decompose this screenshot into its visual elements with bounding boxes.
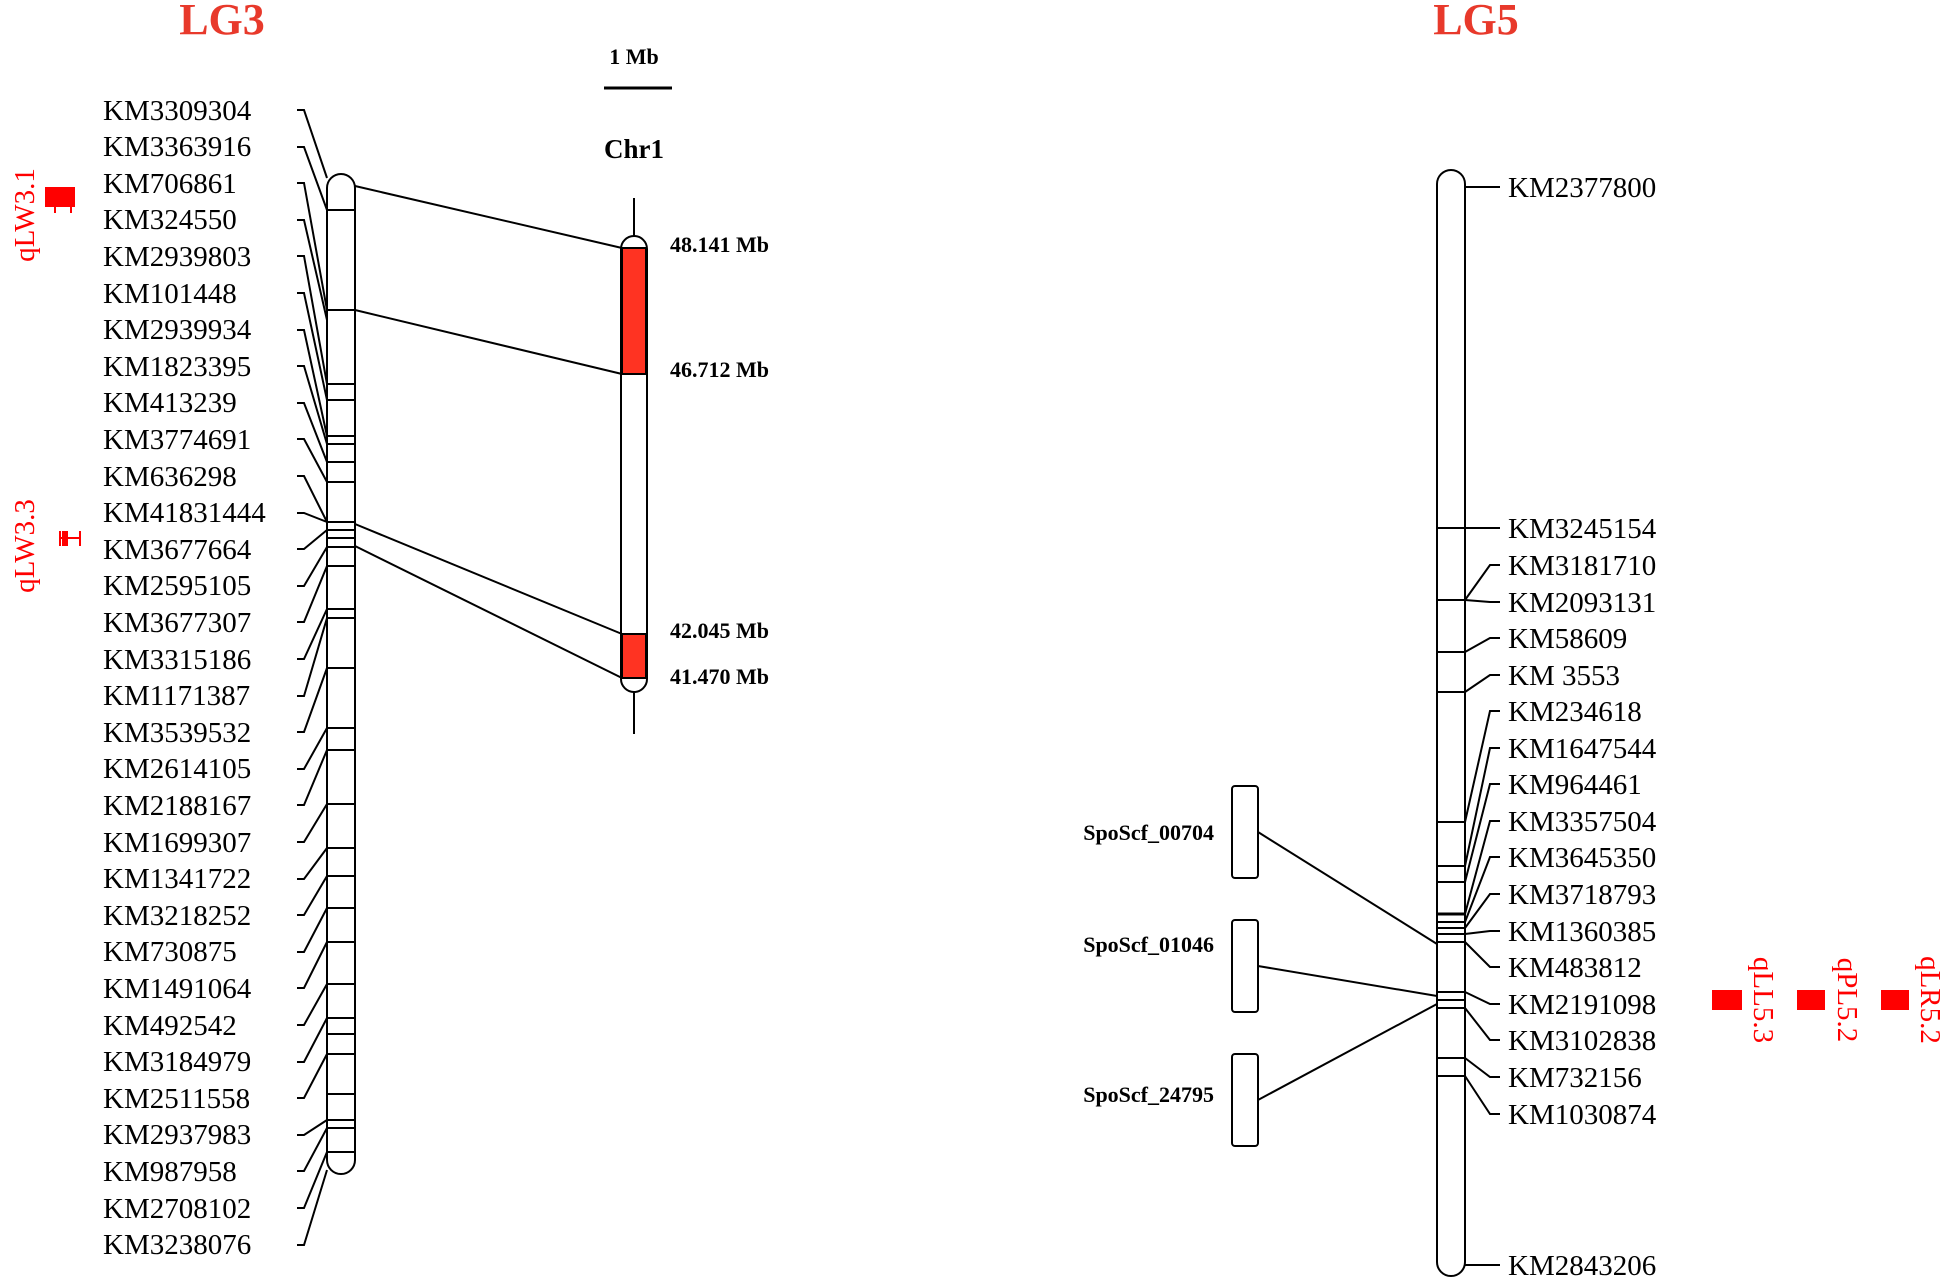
lg3-marker: KM730875	[103, 936, 237, 968]
qtl-label-qpl5-2: qPL5.2	[1831, 958, 1863, 1043]
lg5-marker: KM 3553	[1508, 660, 1620, 692]
lg3-marker: KM2511558	[103, 1083, 250, 1115]
lg3-marker: KM3184979	[103, 1046, 251, 1078]
lg3-group: LG3 KM3309304 KM3363916 KM706861 KM32455…	[9, 0, 356, 1261]
chr1-region-lower	[621, 633, 647, 679]
qtl-label-qlw3-1: qLW3.1	[9, 168, 41, 262]
lg3-marker: KM1823395	[103, 351, 251, 383]
lg5-marker: KM483812	[1508, 952, 1642, 984]
lg3-chr1-synteny-lines	[354, 185, 623, 679]
lg3-marker: KM101448	[103, 278, 237, 310]
lg5-marker: KM1360385	[1508, 916, 1656, 948]
lg5-marker: KM3718793	[1508, 879, 1656, 911]
lg5-group: LG5 KM2377800 KM3245154 KM3181	[1433, 0, 1946, 1280]
scaffold-box	[1231, 1053, 1259, 1147]
scaffold-label: SpoScf_24795	[1083, 1082, 1214, 1107]
lg5-marker: KM2843206	[1508, 1250, 1656, 1280]
lg3-marker: KM3218252	[103, 900, 251, 932]
lg3-marker: KM2939934	[103, 314, 252, 346]
scaffold-lg5-synteny-lines	[1257, 831, 1438, 1101]
lg3-marker: KM2708102	[103, 1193, 251, 1225]
qtl-bar-qpl5-2	[1797, 990, 1825, 1010]
lg3-marker: KM2614105	[103, 753, 251, 785]
lg5-marker: KM3357504	[1508, 806, 1657, 838]
lg3-leader-lines	[297, 109, 328, 1246]
qtl-bar-qll5-3	[1712, 990, 1742, 1010]
scaffold-box	[1231, 919, 1259, 1013]
scaffolds-group: SpoScf_00704 SpoScf_01046 SpoScf_24795	[1083, 785, 1259, 1147]
lg5-marker: KM3245154	[1508, 513, 1657, 545]
scaffold-label: SpoScf_00704	[1083, 820, 1214, 845]
lg5-marker: KM3645350	[1508, 842, 1656, 874]
lg5-marker: KM2093131	[1508, 587, 1656, 619]
lg3-ticks	[327, 209, 355, 1153]
qtl-bar-qlw3-3	[62, 531, 68, 546]
lg5-chromosome	[1436, 169, 1466, 1277]
lg3-marker: KM706861	[103, 168, 237, 200]
lg5-marker: KM234618	[1508, 696, 1642, 728]
lg5-marker: KM732156	[1508, 1062, 1642, 1094]
qtl-bar-qlr5-2	[1881, 990, 1909, 1010]
lg3-marker: KM636298	[103, 461, 237, 493]
lg3-marker: KM3309304	[103, 95, 252, 127]
qtl-label-qll5-3: qLL5.3	[1747, 957, 1779, 1043]
lg3-marker: KM41831444	[103, 497, 266, 529]
qtl-qpl5-2: qPL5.2	[1797, 958, 1863, 1043]
lg5-title: LG5	[1433, 0, 1519, 44]
qtl-label-qlr5-2: qLR5.2	[1914, 956, 1946, 1044]
lg3-marker: KM1699307	[103, 827, 251, 859]
chr1-region-upper	[621, 247, 647, 375]
lg5-marker: KM3181710	[1508, 550, 1656, 582]
qtl-qlw3-3: qLW3.3	[9, 499, 81, 593]
qtl-qll5-3: qLL5.3	[1712, 957, 1779, 1043]
lg3-marker: KM2188167	[103, 790, 251, 822]
lg5-marker: KM2191098	[1508, 989, 1656, 1021]
lg3-marker: KM324550	[103, 204, 237, 236]
lg3-marker: KM987958	[103, 1156, 237, 1188]
lg3-marker: KM2939803	[103, 241, 251, 273]
lg3-marker: KM2937983	[103, 1119, 251, 1151]
lg5-marker: KM1647544	[1508, 733, 1657, 765]
lg5-ticks	[1437, 527, 1465, 1077]
scaffold-box	[1231, 785, 1259, 879]
chr1-title: Chr1	[604, 134, 664, 164]
lg3-marker: KM2595105	[103, 570, 251, 602]
lg3-marker: KM1171387	[103, 680, 250, 712]
lg3-marker: KM3774691	[103, 424, 251, 456]
lg3-marker: KM3677307	[103, 607, 251, 639]
lg3-title: LG3	[179, 0, 265, 44]
lg3-marker: KM3677664	[103, 534, 252, 566]
lg3-marker: KM3363916	[103, 131, 251, 163]
lg3-chromosome	[326, 173, 356, 1175]
qtl-qlw3-1: qLW3.1	[9, 168, 75, 262]
lg5-marker: KM964461	[1508, 769, 1642, 801]
lg5-marker-labels: KM2377800 KM3245154 KM3181710 KM2093131 …	[1508, 172, 1657, 1280]
lg5-leader-lines	[1464, 186, 1500, 1266]
lg5-marker: KM2377800	[1508, 172, 1656, 204]
lg3-marker: KM3539532	[103, 717, 251, 749]
lg3-marker: KM3238076	[103, 1229, 251, 1261]
lg3-marker: KM3315186	[103, 644, 251, 676]
scaffold-label: SpoScf_01046	[1083, 932, 1214, 957]
lg3-marker: KM492542	[103, 1010, 237, 1042]
chr1-group: Chr1 48.141 Mb 46.712 Mb 42.045 Mb 41.47…	[604, 134, 769, 734]
lg3-marker: KM413239	[103, 387, 237, 419]
lg3-marker: KM1341722	[103, 863, 251, 895]
scale-bar: 1 Mb	[604, 44, 672, 90]
lg3-marker: KM1491064	[103, 973, 252, 1005]
chr1-position: 41.470 Mb	[670, 664, 769, 689]
qtl-qlr5-2: qLR5.2	[1881, 956, 1946, 1044]
chr1-position: 48.141 Mb	[670, 232, 769, 257]
scale-bar-label: 1 Mb	[609, 44, 659, 69]
chr1-position: 46.712 Mb	[670, 357, 769, 382]
chr1-position: 42.045 Mb	[670, 618, 769, 643]
qtl-label-qlw3-3: qLW3.3	[9, 499, 41, 593]
lg5-marker: KM58609	[1508, 623, 1627, 655]
lg3-marker-labels: KM3309304 KM3363916 KM706861 KM324550 KM…	[103, 95, 266, 1261]
lg5-marker: KM3102838	[1508, 1025, 1656, 1057]
lg5-marker: KM1030874	[1508, 1099, 1657, 1131]
